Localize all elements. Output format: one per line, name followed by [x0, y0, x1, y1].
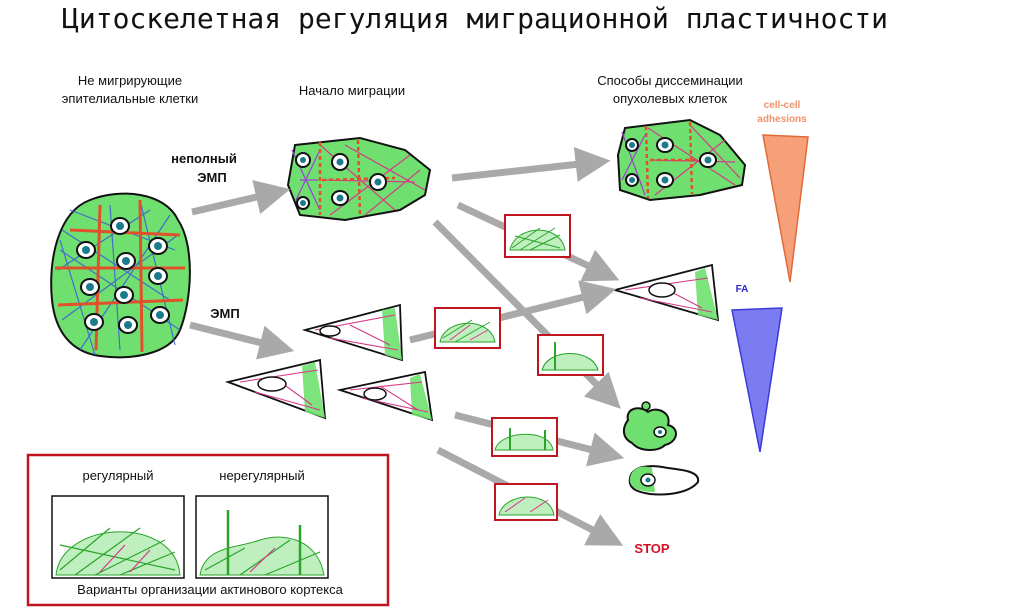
label-dissemination-line1: Способы диссеминации — [597, 73, 743, 88]
stop-label: STOP — [634, 541, 669, 556]
collective-migration-group — [616, 118, 747, 202]
diagram-title: Цитоскелетная регуляция миграционной пла… — [62, 2, 888, 35]
label-fa: FA — [736, 284, 749, 295]
label-partial-emt-line2: ЭМП — [197, 170, 226, 185]
cortex-inset-1 — [504, 214, 571, 258]
partial-emt-cell-group — [286, 136, 432, 222]
epithelial-cell-cluster — [50, 192, 191, 359]
label-migration-start: Начало миграции — [299, 83, 405, 98]
label-non-migrating-line2: эпителиальные клетки — [62, 91, 198, 106]
label-non-migrating-line1: Не мигрирующие — [78, 73, 182, 88]
cortex-inset-2 — [434, 307, 501, 349]
legend-irregular-label: нерегулярный — [219, 468, 304, 483]
fa-gradient-bar — [731, 307, 783, 453]
label-cell-cell-line2: adhesions — [757, 114, 807, 125]
legend-regular-label: регулярный — [82, 468, 153, 483]
amoeboid-cell-blebbing — [622, 401, 677, 451]
cortex-inset-5 — [494, 483, 558, 521]
mesenchymal-cell-1 — [301, 303, 403, 362]
cell-cell-adhesion-gradient-bar — [762, 134, 809, 283]
mesenchymal-cell-3 — [336, 370, 434, 422]
label-dissemination-line2: опухолевых клеток — [613, 91, 728, 106]
actin-cortex-legend: регулярный нерегулярный Варианты организ… — [26, 453, 390, 607]
arrow-collective — [451, 147, 611, 182]
label-emt: ЭМП — [210, 306, 239, 321]
arrow-emt — [189, 321, 295, 360]
label-cell-cell-line1: cell-cell — [764, 100, 801, 111]
cortex-inset-4 — [491, 417, 558, 457]
legend-caption: Варианты организации актинового кортекса — [77, 582, 343, 597]
label-partial-emt-line1: неполный — [171, 151, 237, 166]
cortex-inset-3 — [537, 334, 604, 376]
arrow-partial-emt — [191, 180, 291, 216]
mesenchymal-cell-2 — [224, 358, 327, 420]
mesenchymal-cell-disseminated — [611, 263, 720, 322]
amoeboid-cell-elongated — [628, 465, 700, 496]
